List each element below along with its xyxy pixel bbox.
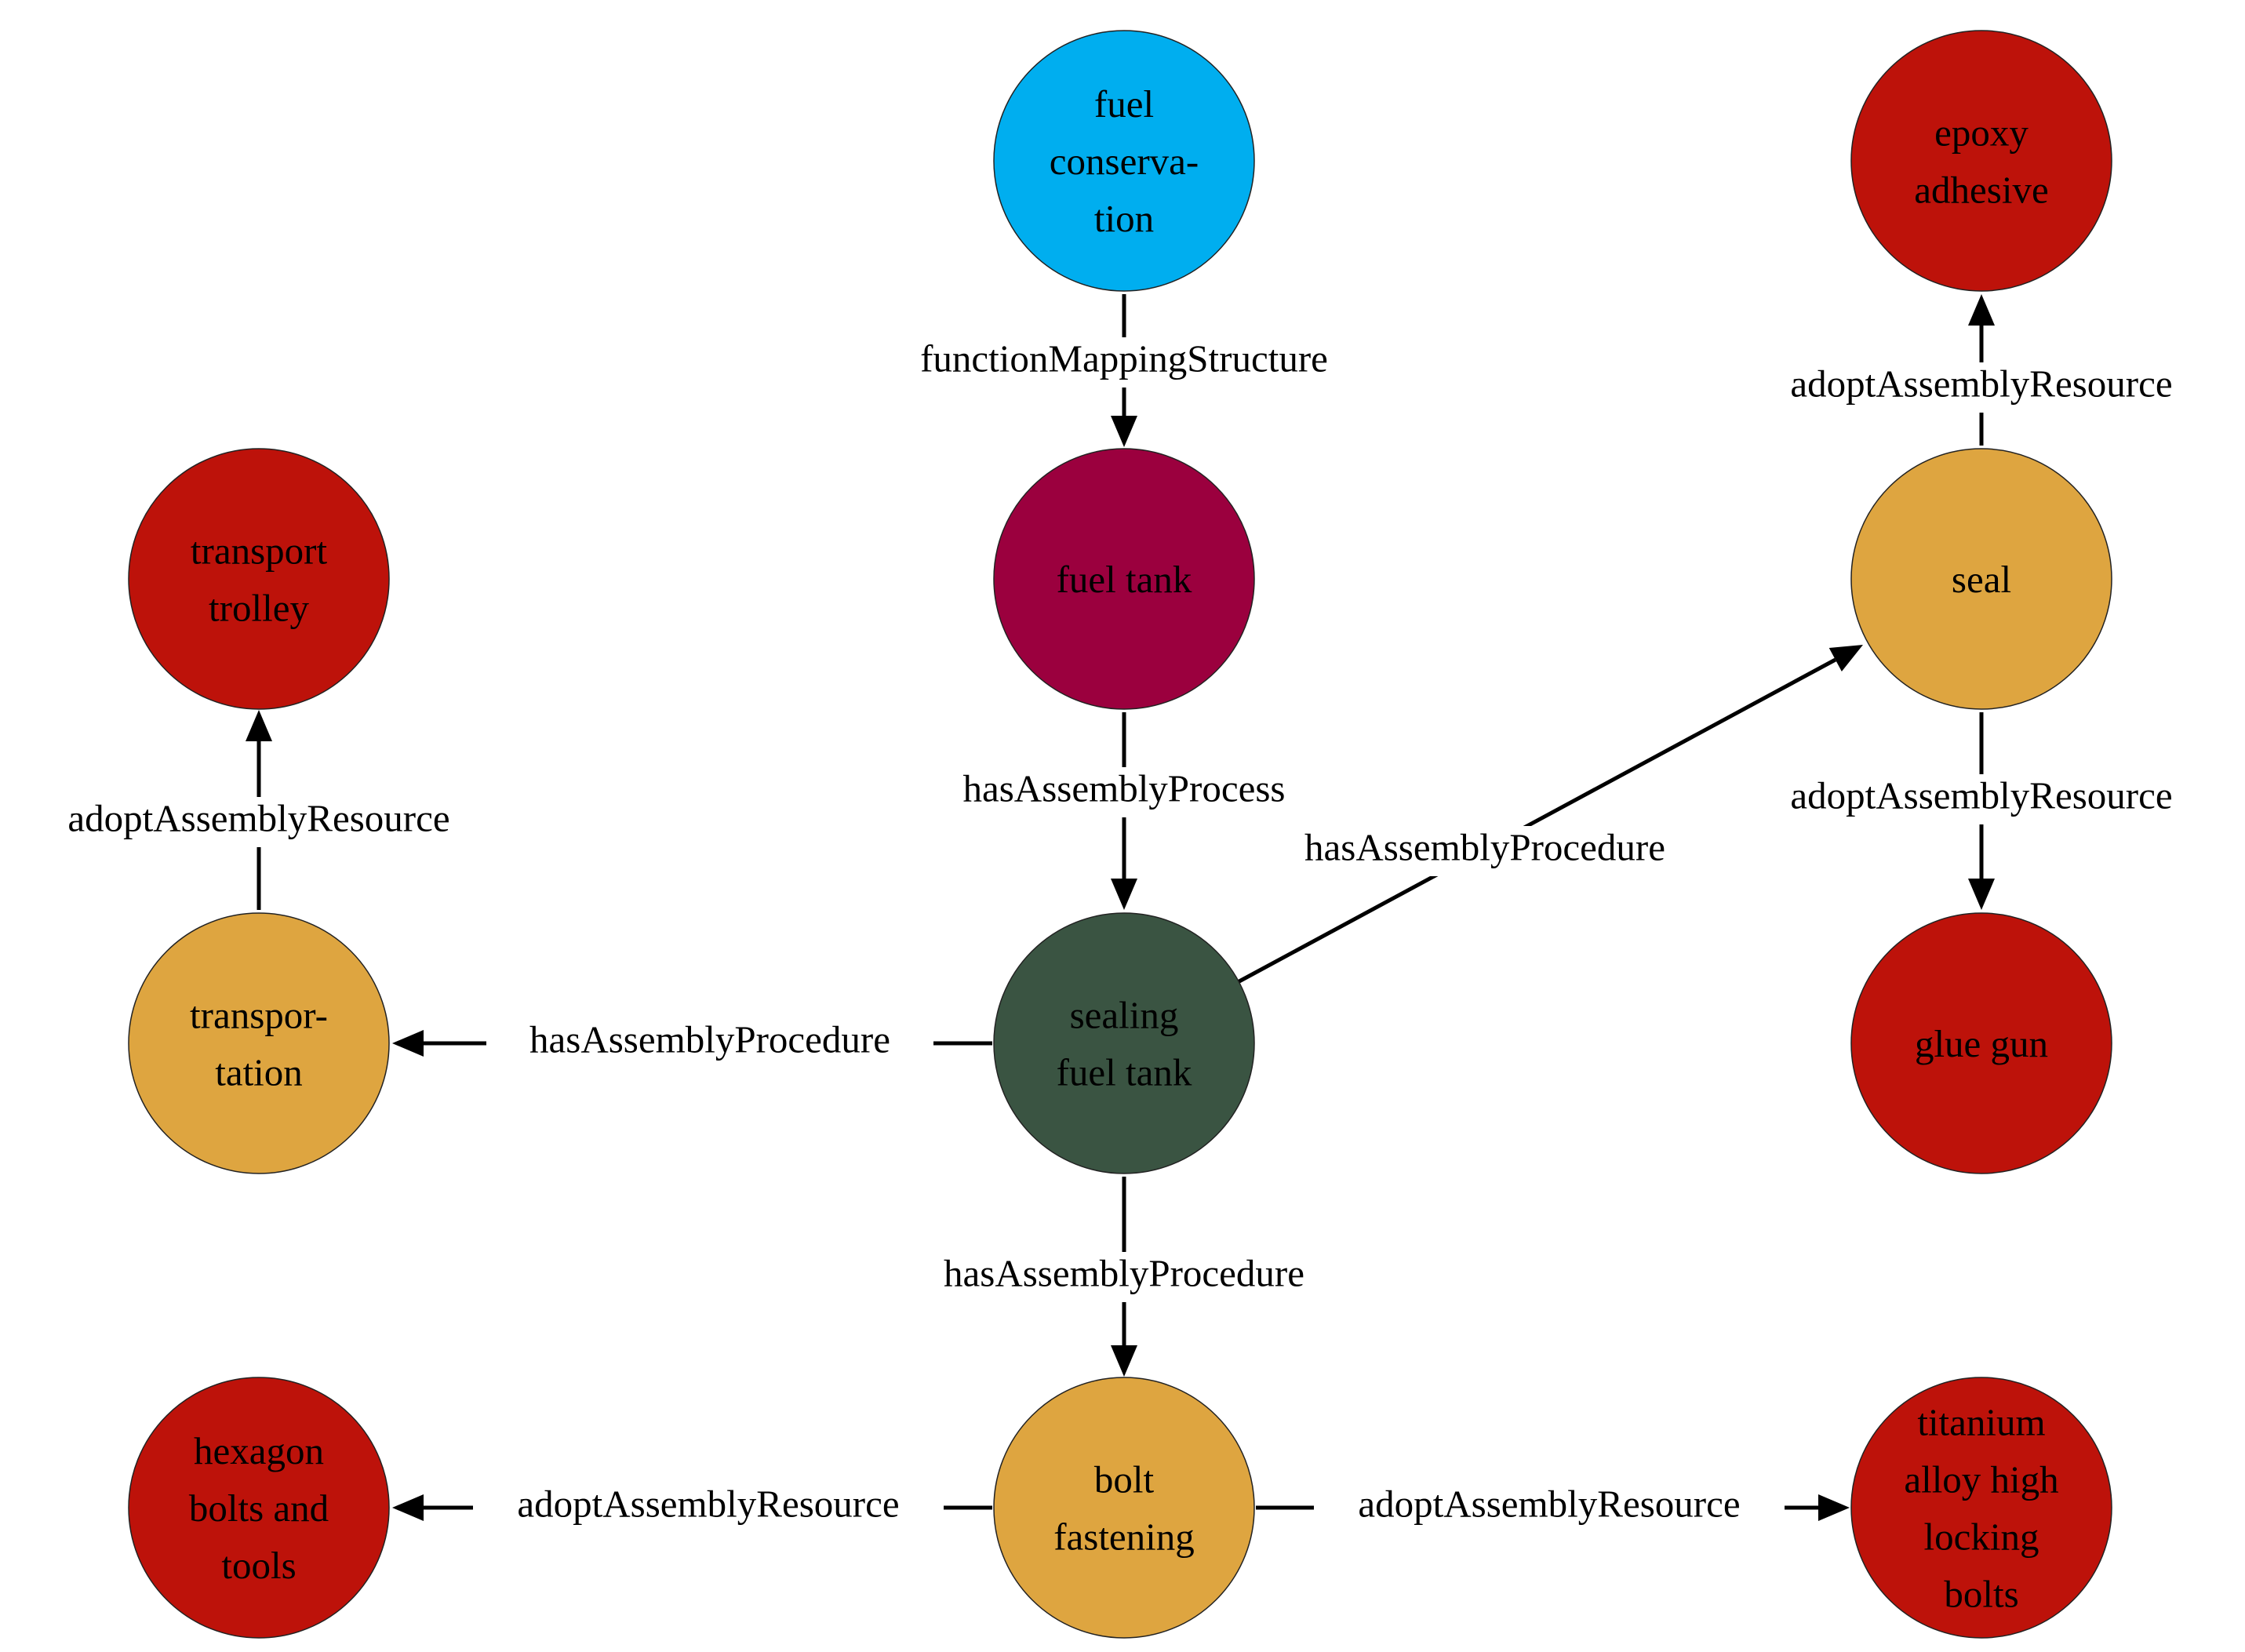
arrow-head (1818, 1494, 1850, 1521)
edge-sealing-fuel-tank-to-bolt-fastening: hasAssemblyProcedure (901, 1177, 1348, 1377)
node-transportation: transpor-tation (128, 912, 390, 1174)
arrow-head (1111, 879, 1137, 910)
nodes-layer: fuel conserva-tion fuel tank sealing fuel ta… (128, 30, 2112, 1639)
edge-label-background (920, 767, 1328, 817)
edge-label: adoptAssemblyResource (1790, 773, 2172, 817)
node-label-line: tion (1094, 197, 1154, 240)
edge-label: adoptAssemblyResource (1790, 362, 2172, 405)
node-circle (993, 912, 1255, 1174)
node-circle (128, 912, 390, 1174)
node-label-line: fuel (1094, 82, 1154, 126)
node-circle (993, 30, 1255, 292)
node-fuel-conservation: fuel conserva-tion (993, 30, 1255, 292)
node-label-line: adhesive (1914, 169, 2048, 212)
node-label-line: seal (1952, 558, 2011, 601)
node-transport-trolley: transport trolley (128, 448, 390, 710)
node-label-line: bolts and (189, 1486, 329, 1530)
node-label-line: transport (191, 529, 328, 573)
node-label-line: epoxy (1934, 111, 2029, 155)
edge-bolt-fastening-to-hexagon-bolts-and-tools: adoptAssemblyResource (392, 1482, 992, 1533)
edge-bolt-fastening-to-titanium-alloy-high-locking-bolts: adoptAssemblyResource (1256, 1482, 1850, 1533)
node-circle (128, 1377, 390, 1639)
edge-label-background (486, 1018, 933, 1068)
node-circle (1850, 912, 2112, 1174)
edge-label: hasAssemblyProcedure (529, 1017, 890, 1061)
node-circle (128, 448, 390, 710)
node-circle (993, 448, 1255, 710)
edge-label-background (20, 797, 498, 847)
node-label-line: fuel tank (1057, 1051, 1192, 1094)
edge-seal-to-glue-gun: adoptAssemblyResource (1742, 712, 2221, 910)
node-glue-gun: glue gun (1850, 912, 2112, 1174)
edge-label: hasAssemblyProcedure (1304, 825, 1665, 868)
edge-label-background (473, 1483, 944, 1533)
edge-line (1236, 657, 1836, 984)
arrow-head (392, 1030, 424, 1057)
node-label-line: conserva- (1050, 140, 1199, 183)
arrow-head (1968, 879, 1995, 910)
arrow-head (1968, 294, 1995, 326)
node-label-line: tation (215, 1051, 303, 1094)
edge-label: adoptAssemblyResource (1358, 1482, 1740, 1525)
node-label-line: fuel tank (1057, 558, 1192, 601)
edge-sealing-fuel-tank-to-transportation: hasAssemblyProcedure (392, 1017, 992, 1068)
node-label-line: hexagon (194, 1429, 324, 1472)
edges-layer: functionMappingStructure hasAssemblyProce… (20, 294, 2221, 1533)
edge-seal-to-epoxy-adhesive: adoptAssemblyResource (1742, 294, 2221, 446)
node-circle (1850, 1377, 2112, 1639)
edge-sealing-fuel-tank-to-seal: hasAssemblyProcedure (1236, 645, 1863, 984)
node-circle (1850, 448, 2112, 710)
arrow-head (1111, 416, 1137, 447)
edge-label: adoptAssemblyResource (67, 796, 449, 839)
edge-label-background (1742, 362, 2221, 413)
node-label-line: tools (221, 1544, 296, 1587)
arrow-head (1111, 1345, 1137, 1377)
node-label-line: locking (1924, 1516, 2039, 1559)
node-hexagon-bolts-and-tools: hexagon bolts and tools (128, 1377, 390, 1639)
arrow-head (392, 1494, 424, 1521)
node-sealing-fuel-tank: sealing fuel tank (993, 912, 1255, 1174)
edge-fuel-tank-to-sealing-fuel-tank: hasAssemblyProcess (920, 712, 1328, 910)
edge-label-background (1314, 1483, 1785, 1533)
node-label-line: bolts (1944, 1573, 2018, 1616)
edge-label: hasAssemblyProcess (962, 766, 1285, 810)
edge-fuel-conservation-to-fuel-tank: functionMappingStructure (865, 294, 1383, 447)
edge-transportation-to-transport-trolley: adoptAssemblyResource (20, 710, 498, 910)
node-label-line: glue gun (1915, 1022, 2048, 1065)
node-bolt-fastening: bolt fastening (993, 1377, 1255, 1639)
node-circle (1850, 30, 2112, 292)
node-seal: seal (1850, 448, 2112, 710)
edge-label-background (1742, 774, 2221, 824)
node-epoxy-adhesive: epoxy adhesive (1850, 30, 2112, 292)
node-label-line: titanium (1917, 1401, 2045, 1444)
edge-label-background (865, 337, 1383, 388)
node-label-line: bolt (1094, 1458, 1155, 1501)
arrow-head (1828, 645, 1863, 671)
node-fuel-tank: fuel tank (993, 448, 1255, 710)
edge-label-background (901, 1252, 1348, 1302)
edge-label: hasAssemblyProcedure (944, 1251, 1304, 1294)
node-titanium-alloy-high-locking-bolts: titanium alloy high locking bolts (1850, 1377, 2112, 1639)
node-label-line: sealing (1070, 994, 1179, 1037)
edge-label: adoptAssemblyResource (517, 1482, 899, 1525)
node-label-line: transpor- (190, 994, 328, 1037)
node-label-line: fastening (1053, 1516, 1195, 1559)
arrow-head (246, 710, 272, 741)
node-circle (993, 1377, 1255, 1639)
edge-label: functionMappingStructure (920, 337, 1328, 380)
edge-label-background (1261, 826, 1708, 876)
node-label-line: trolley (209, 587, 309, 630)
node-label-line: alloy high (1904, 1458, 2058, 1501)
